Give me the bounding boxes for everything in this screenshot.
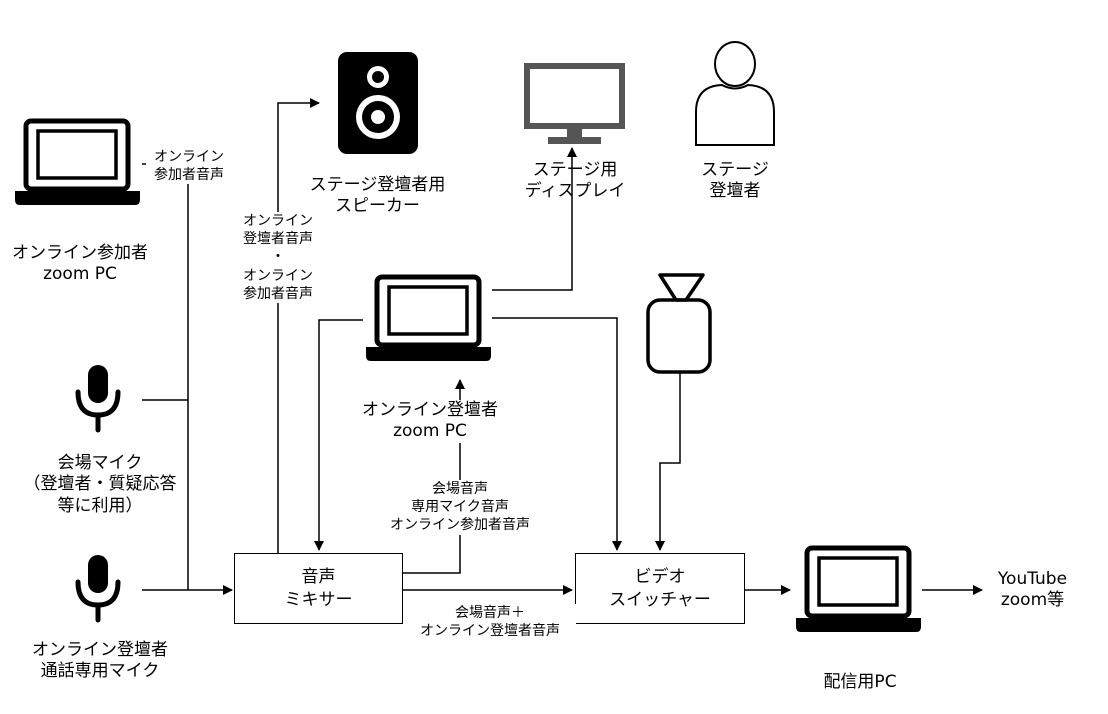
mixer-to-switcher-label: 会場音声＋ オンライン登壇者音声 <box>404 604 576 641</box>
pc-feed-label: 会場音声 専用マイク音声 オンライン参加者音声 <box>373 480 547 535</box>
connector-laptop-to-display <box>492 147 577 291</box>
speaker-feed-label: オンライン 登壇者音声 ・ オンライン 参加者音声 <box>233 212 323 303</box>
connector-mixer-to-speaker <box>277 98 320 553</box>
online-participant-pc-label: オンライン参加者 zoom PC <box>12 243 148 285</box>
venue-microphone-icon <box>75 365 121 433</box>
connector-laptop-to-switcher <box>492 317 622 551</box>
online-presenter-mic-label: オンライン登壇者 通話専用マイク <box>32 640 168 682</box>
stage-display-label: ステージ用 ディスプレイ <box>524 160 626 202</box>
online-presenter-pc-label: オンライン登壇者 zoom PC <box>340 400 520 443</box>
output-destination-label: YouTube zoom等 <box>997 569 1068 611</box>
monitor-icon <box>524 63 625 144</box>
streaming-pc-laptop-icon <box>796 545 921 632</box>
connector-laptop-to-mixer <box>314 319 363 551</box>
speaker-icon <box>338 52 418 154</box>
stage-presenter-label: ステージ 登壇者 <box>701 160 769 202</box>
person-icon <box>695 41 775 146</box>
video-switcher-box: ビデオ スイッチャー <box>575 553 745 624</box>
streaming-pc-label: 配信用PC <box>823 672 897 692</box>
online-presenter-laptop-icon <box>366 274 491 361</box>
online-presenter-microphone-icon <box>75 555 121 623</box>
video-camera-icon <box>646 273 712 374</box>
online-participant-laptop-icon <box>15 118 140 205</box>
stage-speaker-label: ステージ登壇者用 スピーカー <box>309 175 446 217</box>
connector-mixer-to-laptop <box>403 379 465 574</box>
connector-camera-to-switcher <box>655 373 681 551</box>
audio-mixer-box: 音声 ミキサー <box>234 553 403 624</box>
connector-participant-audio <box>142 163 189 590</box>
venue-mic-label: 会場マイク （登壇者・質疑応答 等に利用） <box>23 453 177 516</box>
online-participant-audio-label: オンライン 参加者音声 <box>146 148 232 185</box>
